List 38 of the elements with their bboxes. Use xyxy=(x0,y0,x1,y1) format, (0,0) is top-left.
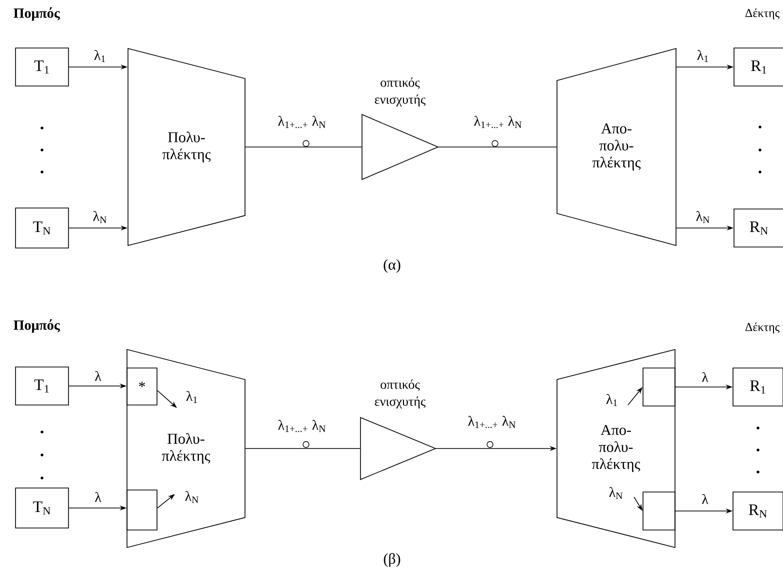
heading-text: Πομπός xyxy=(14,7,60,21)
edge-label: λ$_{1}$ xyxy=(606,394,618,406)
heading-text: Δέκτης xyxy=(745,8,780,20)
inner-box xyxy=(642,492,676,530)
transmitter-box: T$_{N}$ xyxy=(15,208,69,248)
inner-box xyxy=(126,490,158,530)
receiver-box: R$_{1}$ xyxy=(732,368,783,406)
edge-label: λ$_{1+...+}$ λ$_{N}$ xyxy=(278,420,326,432)
inner-box xyxy=(642,368,676,406)
receiver-box: R$_{N}$ xyxy=(734,208,783,248)
edge-label: λ$_{1+...+}$ λ$_{N}$ xyxy=(468,416,516,428)
caption-text: (β) xyxy=(384,553,400,567)
receiver-box: R$_{1}$ xyxy=(734,48,783,86)
edge-label: λ$_{1}$ xyxy=(94,50,105,62)
inner-box: * xyxy=(126,368,158,406)
receiver-box: R$_{N}$ xyxy=(732,492,783,530)
edge-label: λ$_{N}$ xyxy=(185,491,198,504)
caption-text: (α) xyxy=(384,259,400,273)
heading-text: Πομπός xyxy=(14,319,60,333)
edge-label: λ$_{1}$ xyxy=(186,391,198,404)
edge-label: λ$_{1}$ xyxy=(697,50,708,62)
edge-label: λ$_{1+...+}$ λ$_{N}$ xyxy=(474,116,522,128)
transmitter-box: T$_{1}$ xyxy=(15,366,69,406)
edge-label: λ xyxy=(94,492,102,502)
arrow xyxy=(157,390,177,408)
edge-label: λ xyxy=(702,494,708,504)
edge-label: λ$_{N}$ xyxy=(93,210,106,223)
heading-text: Δέκτης xyxy=(745,322,780,334)
edge-label: λ$_{1+...+}$ λ$_{N}$ xyxy=(278,116,326,128)
transmitter-box: T$_{N}$ xyxy=(15,488,69,528)
edge-label: λ$_{N}$ xyxy=(696,210,710,223)
demultiplexer-trapezoid: Απο- πολυ- πλέκτης xyxy=(556,48,676,246)
transmitter-box: T$_{1}$ xyxy=(15,48,69,86)
amplifier-label: οπτικός ενισχυτής xyxy=(374,78,426,106)
edge-label: λ$_{N}$ xyxy=(609,487,622,500)
edge-label: λ xyxy=(702,372,708,382)
amplifier-label: οπτικός ενισχυτής xyxy=(374,380,426,408)
edge-label: λ xyxy=(94,371,102,381)
